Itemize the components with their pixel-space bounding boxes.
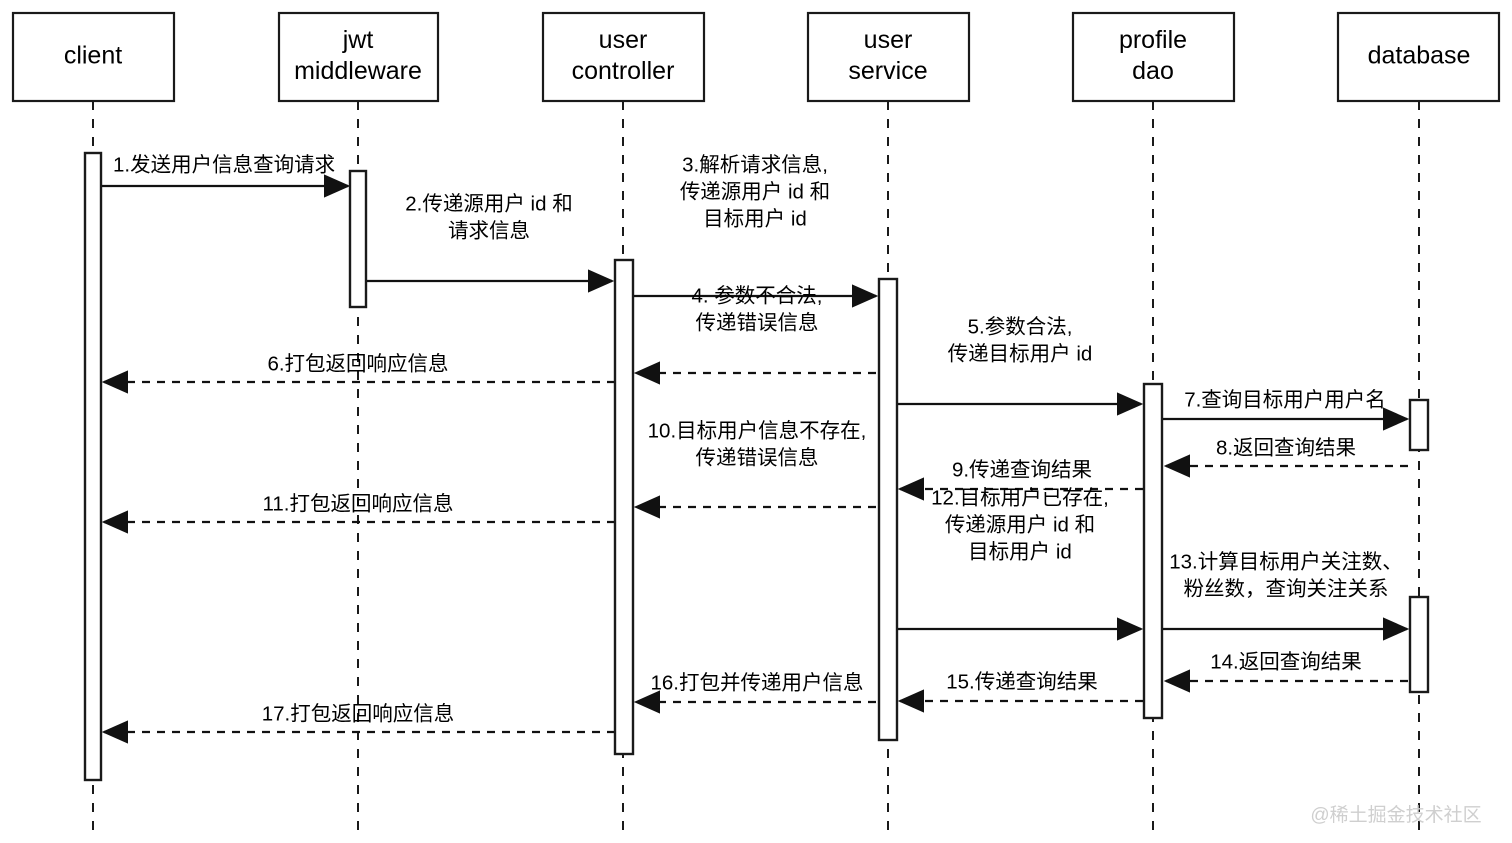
actor-label-user-controller: controller <box>572 57 675 85</box>
activation-bar-act-db-1 <box>1408 398 1430 452</box>
message-6[interactable]: 6.打包返回响应信息 <box>101 352 615 394</box>
message-15[interactable]: 15.传递查询结果 <box>897 670 1143 713</box>
message-label-6: 6.打包返回响应信息 <box>267 352 448 375</box>
message-label-9: 9.传递查询结果 <box>952 458 1092 481</box>
watermark-layer: @稀土掘金技术社区 <box>1310 804 1481 826</box>
actor-label-user-controller: user <box>599 26 648 54</box>
message-16[interactable]: 16.打包并传递用户信息 <box>633 671 876 714</box>
actor-label-database: database <box>1368 42 1471 70</box>
activation-bar-act-dao <box>1142 382 1164 720</box>
actor-label-profile-dao: dao <box>1132 57 1174 85</box>
activation-bar-act-service <box>877 277 899 742</box>
message-label-8: 8.返回查询结果 <box>1216 436 1356 459</box>
actor-box-user-controller[interactable]: user controller <box>541 11 706 103</box>
message-17[interactable]: 17.打包返回响应信息 <box>101 702 615 744</box>
message-8[interactable]: 8.返回查询结果 <box>1163 436 1408 478</box>
actor-box-client[interactable]: client <box>11 11 176 103</box>
message-10[interactable]: 10.目标用户信息不存在, 传递错误信息 <box>633 419 876 519</box>
actor-box-rect-client <box>11 11 176 103</box>
message-label-10: 10.目标用户信息不存在, <box>648 419 867 442</box>
message-label-16: 16.打包并传递用户信息 <box>651 671 864 694</box>
actor-label-jwt-middleware: middleware <box>294 57 422 85</box>
watermark-text: @稀土掘金技术社区 <box>1310 804 1481 826</box>
activation-layer <box>83 151 1430 782</box>
message-label-1: 1.发送用户信息查询请求 <box>113 153 335 176</box>
message-label-3: 目标用户 id <box>703 207 807 230</box>
activation-bar-act-client <box>83 151 103 782</box>
message-label-12: 传递源用户 id 和 <box>945 513 1095 536</box>
message-label-5: 5.参数合法, <box>968 315 1073 338</box>
message-label-2: 2.传递源用户 id 和 <box>405 192 572 215</box>
activation-bar-act-controller <box>613 258 635 756</box>
message-7[interactable]: 7.查询目标用户用户名 <box>1163 388 1410 431</box>
message-label-5: 传递目标用户 id <box>948 342 1093 365</box>
actor-box-profile-dao[interactable]: profile dao <box>1071 11 1236 103</box>
actor-label-profile-dao: profile <box>1119 26 1187 54</box>
actor-box-rect-user-service <box>806 11 971 103</box>
message-9[interactable]: 9.传递查询结果 <box>897 458 1143 501</box>
actor-label-user-service: service <box>848 57 927 85</box>
actor-box-rect-user-controller <box>541 11 706 103</box>
message-label-4: 传递错误信息 <box>696 311 819 334</box>
message-label-14: 14.返回查询结果 <box>1210 650 1362 673</box>
actor-label-client: client <box>64 42 122 70</box>
message-label-13: 粉丝数，查询关注关系 <box>1184 577 1389 600</box>
actor-label-user-service: user <box>864 26 913 54</box>
message-label-12: 12.目标用户已存在, <box>931 486 1109 509</box>
actor-box-rect-profile-dao <box>1071 11 1236 103</box>
actor-label-jwt-middleware: jwt <box>342 26 374 54</box>
message-5[interactable]: 5.参数合法, 传递目标用户 id <box>897 315 1144 416</box>
message-label-12: 目标用户 id <box>968 540 1072 563</box>
message-label-3: 3.解析请求信息, <box>682 153 828 176</box>
message-label-10: 传递错误信息 <box>696 446 819 469</box>
actor-box-rect-database <box>1336 11 1501 103</box>
message-label-11: 11.打包返回响应信息 <box>263 492 454 515</box>
activation-bar-act-db-2 <box>1408 595 1430 694</box>
message-1[interactable]: 1.发送用户信息查询请求 <box>101 153 351 198</box>
message-label-7: 7.查询目标用户用户名 <box>1184 388 1386 411</box>
message-13[interactable]: 13.计算目标用户关注数、粉丝数，查询关注关系 <box>1163 550 1410 641</box>
message-label-4: 4. 参数不合法, <box>692 284 823 307</box>
message-label-15: 15.传递查询结果 <box>946 670 1098 693</box>
message-4[interactable]: 4. 参数不合法, 传递错误信息 <box>633 284 876 385</box>
message-label-3: 传递源用户 id 和 <box>680 180 830 203</box>
actor-box-user-service[interactable]: user service <box>806 11 971 103</box>
actor-box-jwt-middleware[interactable]: jwt middleware <box>277 11 440 103</box>
actor-box-database[interactable]: database <box>1336 11 1501 103</box>
message-14[interactable]: 14.返回查询结果 <box>1163 650 1408 693</box>
actor-box-layer: client jwt middleware user controller user ser… <box>11 11 1501 103</box>
message-11[interactable]: 11.打包返回响应信息 <box>101 492 615 534</box>
activation-bar-act-jwt <box>348 169 368 309</box>
message-label-17: 17.打包返回响应信息 <box>262 702 455 725</box>
message-label-2: 请求信息 <box>448 219 530 242</box>
message-label-13: 13.计算目标用户关注数、 <box>1169 550 1403 573</box>
actor-box-rect-jwt-middleware <box>277 11 440 103</box>
